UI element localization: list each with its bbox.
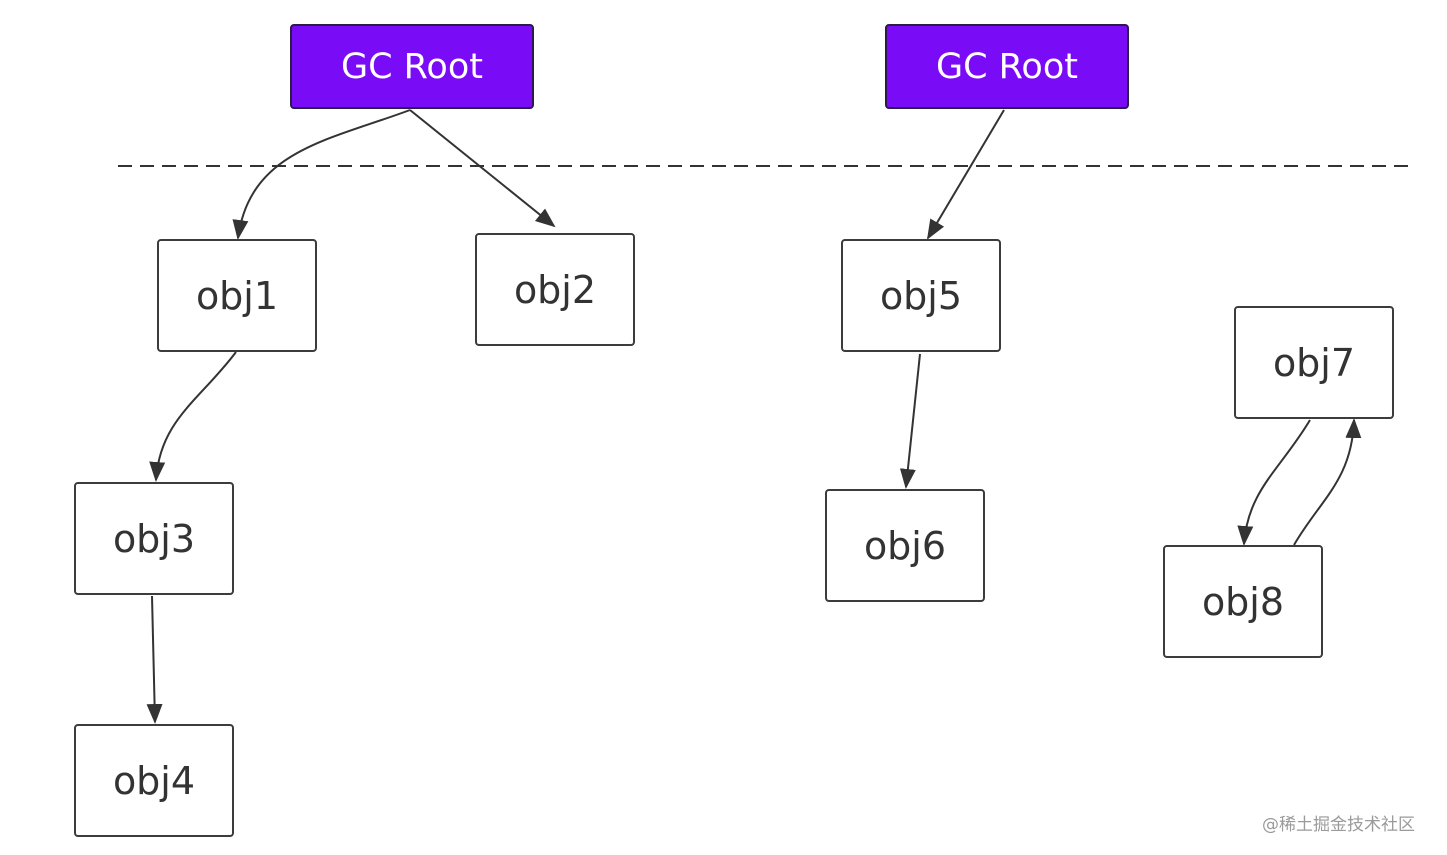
edge-root-a-obj2	[409, 109, 556, 228]
edge-root-b-obj5	[926, 109, 1005, 240]
edge-obj3-obj4	[146, 595, 163, 724]
obj6-node: obj6	[825, 489, 985, 602]
obj4-node: obj4	[74, 724, 234, 837]
obj8-node: obj8	[1163, 545, 1323, 658]
gc-root-node-b: GC Root	[885, 24, 1129, 109]
obj5-node: obj5	[841, 239, 1001, 352]
edge-obj8-obj7	[1293, 418, 1362, 546]
obj2-node: obj2	[475, 233, 635, 346]
obj7-node: obj7	[1234, 306, 1394, 419]
obj3-node: obj3	[74, 482, 234, 595]
edge-root-a-obj1	[232, 109, 411, 240]
gc-root-node-a: GC Root	[290, 24, 534, 109]
edge-obj7-obj8	[1237, 419, 1311, 546]
edge-obj5-obj6	[899, 353, 921, 489]
edge-obj1-obj3	[149, 351, 237, 482]
obj1-node: obj1	[157, 239, 317, 352]
watermark-text: @稀土掘金技术社区	[1262, 815, 1415, 835]
